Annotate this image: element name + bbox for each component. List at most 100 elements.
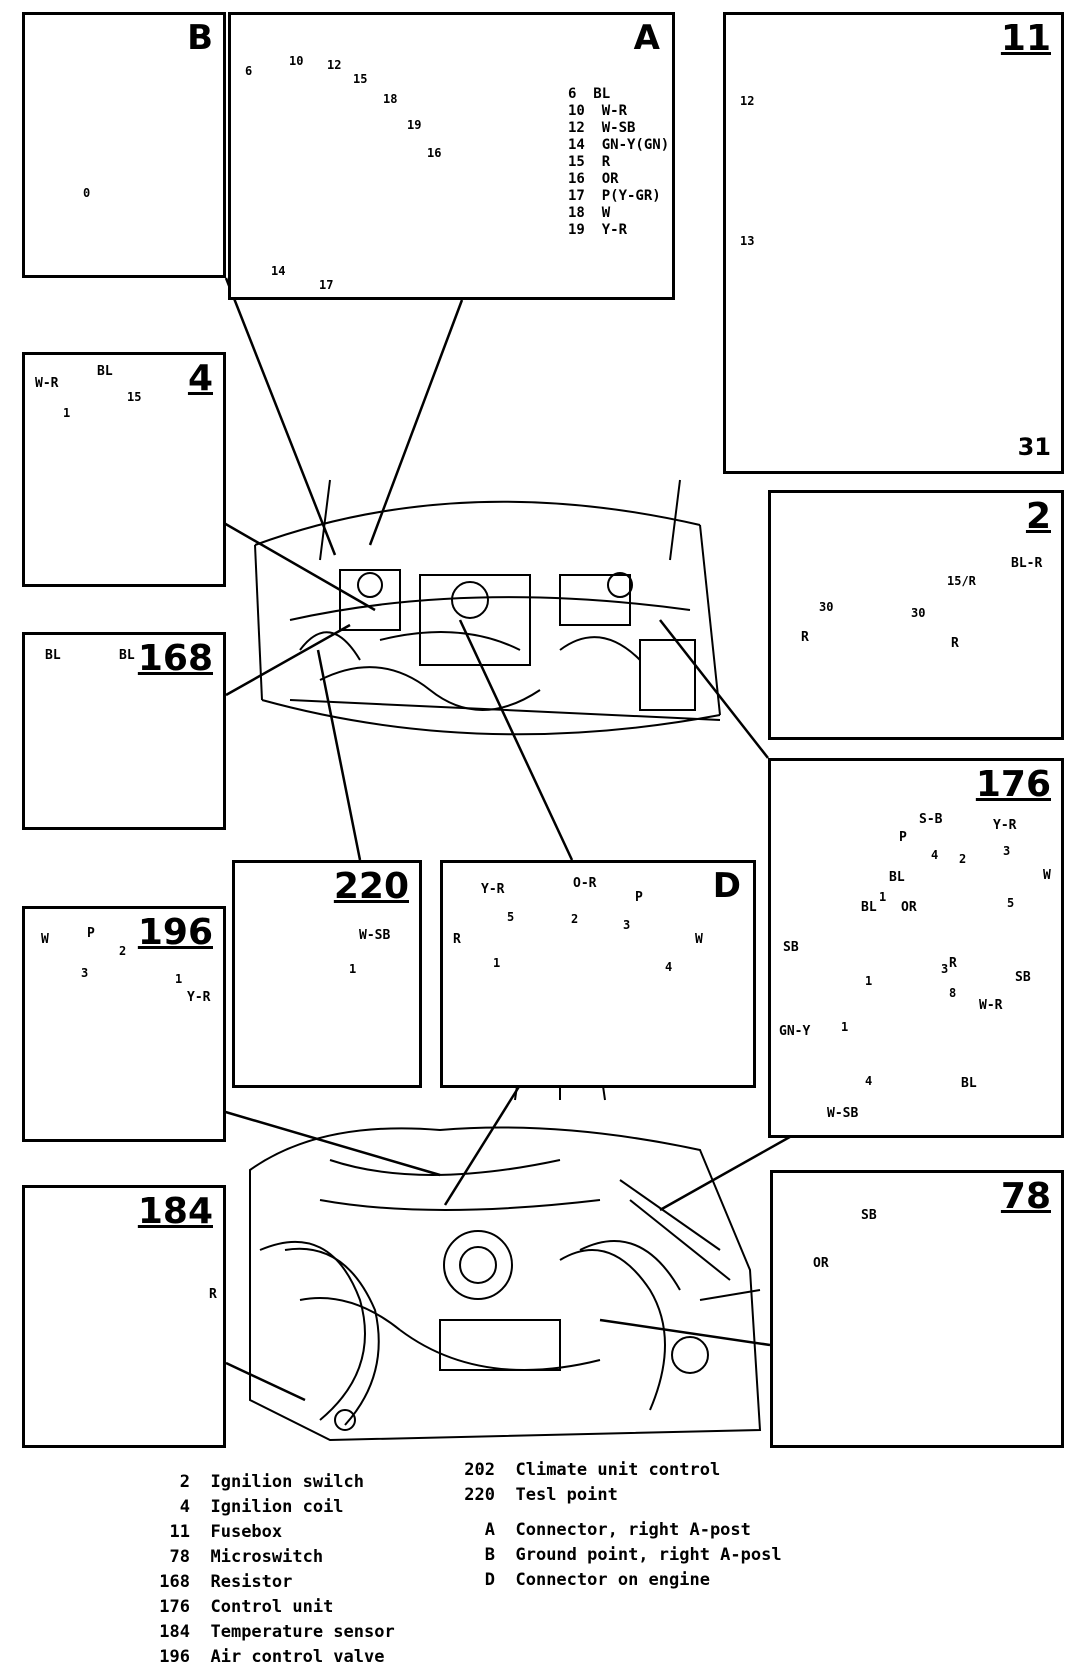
panel-176-pin: 3 [941, 962, 949, 976]
panel-176-pin: 3 [1003, 844, 1011, 858]
panel-a-label: A [633, 18, 660, 58]
panel-176-pin: 4 [931, 848, 939, 862]
panel-176-pin: 8 [949, 986, 957, 1000]
panel-a-pin-18: 18 [383, 92, 398, 106]
panel-b: B 0 [22, 12, 226, 278]
panel-d-pin-2: 2 [571, 912, 579, 926]
panel-168: 168 BL BL [22, 632, 226, 830]
wire-entry: 10 W-R [568, 103, 628, 119]
legend-left: 2 Ignilion swilch 4 Ignilion coil 11 Fus… [140, 1470, 395, 1670]
panel-78: 78 SB OR [770, 1170, 1064, 1448]
legend-item: 11 Fusebox [140, 1520, 395, 1545]
panel-a-pin-15: 15 [353, 72, 368, 86]
wire-entry: 14 GN-Y(GN) [568, 137, 670, 153]
panel-a-pin-17: 17 [319, 278, 334, 292]
panel-b-pin: 0 [83, 186, 91, 200]
legend-code: A [484, 1520, 495, 1540]
panel-78-label: 78 [1000, 1176, 1051, 1217]
panel-184: 184 R [22, 1185, 226, 1448]
panel-196-label: 196 [137, 912, 213, 953]
panel-220-label: 220 [333, 866, 409, 907]
panel-176-wire-w: W [1043, 868, 1051, 883]
panel-11-pin-13: 13 [740, 234, 755, 248]
panel-a-pin-10: 10 [289, 54, 304, 68]
panel-196-pin-2: 2 [119, 944, 127, 958]
panel-4-wire-w-r: W-R [35, 376, 59, 391]
legend-code: 176 [159, 1597, 190, 1617]
panel-176-wire-sb-left: SB [783, 940, 799, 955]
legend-text: Microswitch [210, 1547, 324, 1567]
wire-entry: 17 P(Y-GR) [568, 188, 661, 204]
panel-184-wire-r: R [209, 1287, 217, 1302]
panel-176-wire-r: R [949, 956, 957, 971]
legend-text: Ignilion swilch [210, 1472, 365, 1492]
wire-entry: 6 BL [568, 86, 611, 102]
panel-2: 2 BL-R R R 15/R 30 30 [768, 490, 1064, 740]
panel-2-pin-30-right: 30 [911, 606, 926, 620]
panel-196-pin-3: 3 [81, 966, 89, 980]
panel-4-label: 4 [187, 358, 213, 399]
legend-item: D Connector on engine [455, 1568, 782, 1593]
panel-d-pin-4: 4 [665, 960, 673, 974]
panel-a-pin-14: 14 [271, 264, 286, 278]
legend-item: 196 Air control valve [140, 1645, 395, 1670]
panel-a-pin-12: 12 [327, 58, 342, 72]
panel-a: A 6 10 12 15 18 19 16 14 17 [228, 12, 675, 300]
wire-entry: 19 Y-R [568, 222, 628, 238]
panel-184-label: 184 [137, 1191, 213, 1232]
panel-2-pin-15r: 15/R [947, 574, 976, 588]
legend-text: Control unit [210, 1597, 334, 1617]
panel-11: 11 12 13 31 [723, 12, 1064, 474]
legend-code: 168 [159, 1572, 190, 1592]
legend-code: 78 [169, 1547, 190, 1567]
legend-text: Connector on engine [515, 1570, 710, 1590]
panel-176-wire-gn-y: GN-Y [779, 1024, 811, 1039]
legend-code: 4 [179, 1497, 190, 1517]
legend-item: A Connector, right A-post [455, 1518, 782, 1543]
panel-a-pin-16: 16 [427, 146, 442, 160]
panel-2-pin-30-left: 30 [819, 600, 834, 614]
legend-code: 11 [169, 1522, 190, 1542]
panel-d: D Y-R O-R P R W 5 2 3 1 4 [440, 860, 756, 1088]
panel-78-wire-sb: SB [861, 1208, 877, 1223]
panel-168-label: 168 [137, 638, 213, 679]
panel-176-wire-s-b: S-B [919, 812, 943, 827]
wire-entry: 16 OR [568, 171, 619, 187]
panel-168-wire-bl-left: BL [45, 648, 61, 663]
panel-2-label: 2 [1025, 496, 1051, 537]
panel-176-pin: 4 [865, 1074, 873, 1088]
panel-176-wire-p: P [899, 830, 907, 845]
legend-text: Climate unit control [515, 1460, 721, 1480]
wire-entry: 15 R [568, 154, 611, 170]
panel-4-pin-15: 15 [127, 390, 142, 404]
legend-code: 202 [464, 1460, 495, 1480]
legend-spacer [455, 1508, 782, 1518]
panel-176-label: 176 [975, 764, 1051, 805]
panel-220: 220 W-SB 1 [232, 860, 422, 1088]
panel-4-pin-1: 1 [63, 406, 71, 420]
legend-code: 184 [159, 1622, 190, 1642]
panel-d-wire-p: P [635, 890, 643, 905]
legend-text: Air control valve [210, 1647, 385, 1667]
panel-d-wire-w: W [695, 932, 703, 947]
panel-4: 4 W-R BL 1 15 [22, 352, 226, 587]
panel-2-wire-r-left: R [801, 630, 809, 645]
legend-item: 220 Tesl point [455, 1483, 782, 1508]
panel-d-wire-y-r: Y-R [481, 882, 505, 897]
panel-176-wire-w-r: W-R [979, 998, 1003, 1013]
legend-text: Temperature sensor [210, 1622, 395, 1642]
panel-196-wire-w: W [41, 932, 49, 947]
panel-196: 196 W P Y-R 2 3 1 [22, 906, 226, 1142]
legend-right: 202 Climate unit control 220 Tesl point … [455, 1458, 782, 1593]
panel-d-pin-1: 1 [493, 956, 501, 970]
panel-176-wire-bl-bottom: BL [961, 1076, 977, 1091]
panel-d-pin-3: 3 [623, 918, 631, 932]
wire-entry: 18 W [568, 205, 611, 221]
panel-d-wire-r: R [453, 932, 461, 947]
legend-text: Fusebox [210, 1522, 283, 1542]
panel-176-wire-bl-mid: BL [861, 900, 877, 915]
panel-a-pin-6: 6 [245, 64, 253, 78]
legend-item: 176 Control unit [140, 1595, 395, 1620]
panel-d-wire-o-r: O-R [573, 876, 597, 891]
